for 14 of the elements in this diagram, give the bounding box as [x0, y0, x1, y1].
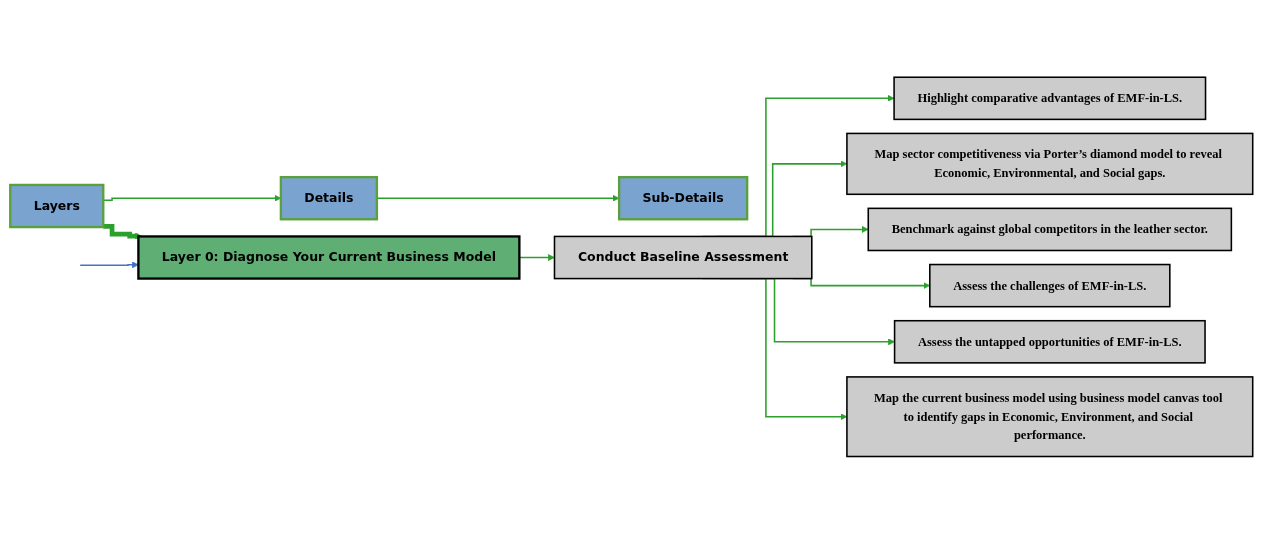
node-box: Assess the untapped opportunities of EMF-in-LS.: [893, 319, 1206, 364]
node-box: Highlight comparative advantages of EMF-in-LS.: [893, 76, 1207, 120]
node-box: Sub-Details: [617, 175, 749, 221]
node-box: Details: [279, 175, 379, 221]
node-box: Layer 0: Diagnose Your Current Business Model: [137, 234, 521, 280]
arrow: [376, 194, 620, 202]
node-box: Conduct Baseline Assessment: [553, 235, 813, 279]
node-box: Benchmark against global competitors in the leather sector.: [867, 207, 1233, 251]
node-box: Layers: [9, 183, 105, 228]
node-box: Assess the challenges of EMF-in-LS.: [929, 263, 1171, 308]
arrow: [103, 223, 142, 240]
arrow: [79, 260, 139, 268]
node-box: Map the current business model using business model canvas tool to identify gaps in Economic, Environment, and Social performance.: [846, 375, 1254, 457]
node-box: Map sector competitiveness via Porter’s diamond model to reveal Economic, Environmental, and Social gaps.: [846, 132, 1254, 195]
